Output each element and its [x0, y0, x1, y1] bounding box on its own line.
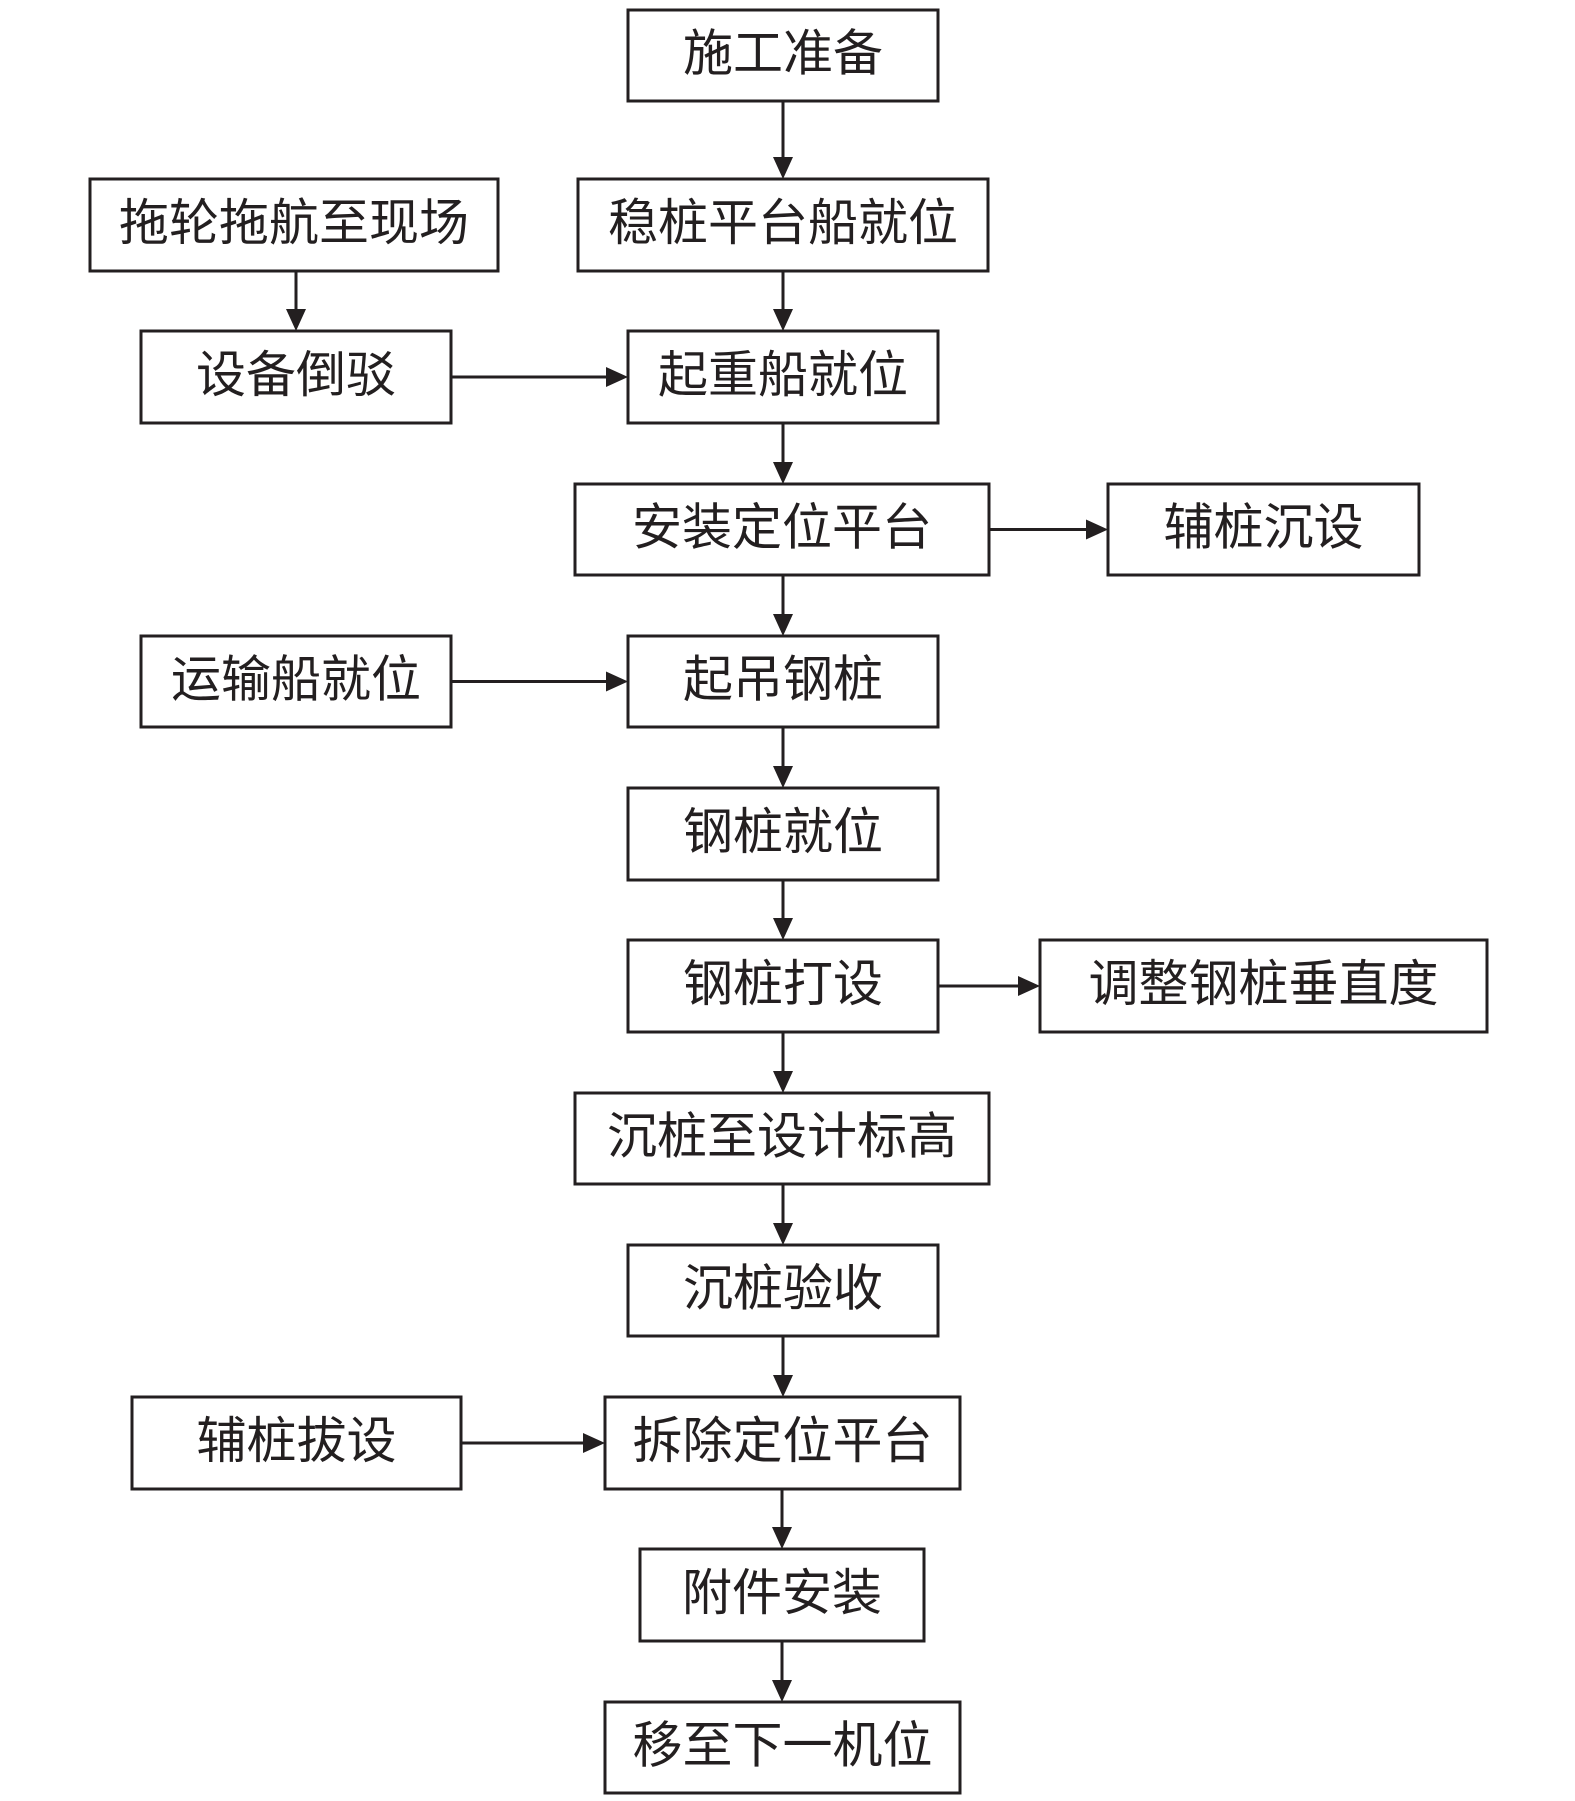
step-box-frame [573, 1091, 991, 1186]
step-box-frame [626, 938, 940, 1034]
step-box-lift-pile: 起吊钢桩 [626, 634, 940, 729]
step-box-pile-position: 钢桩就位 [626, 786, 940, 882]
step-box-transport-ship: 运输船就位 [139, 634, 453, 729]
step-label: 附件安装 [682, 1564, 882, 1622]
arrow-acceptance-to-remove-platform [773, 1336, 793, 1397]
arrow-pile-position-to-pile-drive [773, 880, 793, 940]
step-box-next-position: 移至下一机位 [603, 1700, 962, 1795]
arrow-accessories-to-next-position [772, 1641, 792, 1702]
step-label: 稳桩平台船就位 [608, 194, 958, 252]
step-box-frame [139, 634, 453, 729]
step-label: 钢桩就位 [683, 803, 883, 861]
step-box-frame [638, 1547, 926, 1643]
arrow-sink-to-elevation-to-acceptance [773, 1184, 793, 1245]
step-box-frame [626, 8, 940, 103]
arrow-install-platform-to-lift-pile [773, 575, 793, 636]
step-box-frame [626, 1243, 940, 1338]
arrow-platform-ship-to-crane-ship [773, 271, 793, 331]
step-box-frame [1106, 482, 1421, 577]
step-box-frame [573, 482, 991, 577]
step-label: 钢桩打设 [683, 955, 883, 1013]
arrow-equipment-to-crane-ship [451, 367, 628, 387]
step-label: 移至下一机位 [633, 1717, 933, 1775]
step-box-adjust-vertical: 调整钢桩垂直度 [1038, 938, 1489, 1034]
arrow-crane-ship-to-install-platform [773, 423, 793, 484]
step-label: 拖轮拖航至现场 [119, 194, 469, 252]
step-label: 运输船就位 [171, 651, 421, 709]
step-label: 安装定位平台 [632, 499, 932, 557]
step-box-frame [626, 329, 940, 425]
step-box-tow: 拖轮拖航至现场 [88, 177, 500, 273]
step-label: 拆除定位平台 [633, 1412, 933, 1470]
step-label: 调整钢桩垂直度 [1089, 955, 1439, 1013]
step-label: 辅桩沉设 [1164, 499, 1364, 557]
step-box-platform-ship: 稳桩平台船就位 [576, 177, 990, 273]
arrow-remove-platform-to-accessories [772, 1489, 792, 1549]
step-box-frame [603, 1700, 962, 1795]
step-box-aux-pile-pull: 辅桩拔设 [130, 1395, 463, 1491]
step-box-remove-platform: 拆除定位平台 [603, 1395, 962, 1491]
step-box-sink-to-elevation: 沉桩至设计标高 [573, 1091, 991, 1186]
step-label: 沉桩至设计标高 [607, 1108, 957, 1166]
step-box-accessories: 附件安装 [638, 1547, 926, 1643]
step-box-frame [576, 177, 990, 273]
step-label: 设备倒驳 [196, 346, 396, 404]
step-box-crane-ship: 起重船就位 [626, 329, 940, 425]
step-box-aux-pile-sink: 辅桩沉设 [1106, 482, 1421, 577]
step-label: 沉桩验收 [683, 1260, 883, 1318]
arrow-pile-drive-to-sink-to-elevation [773, 1032, 793, 1093]
arrow-tow-to-equipment [286, 271, 306, 331]
arrow-lift-pile-to-pile-position [773, 727, 793, 788]
step-label: 起重船就位 [658, 346, 908, 404]
arrow-install-platform-to-aux-pile-sink [989, 519, 1108, 540]
step-box-acceptance: 沉桩验收 [626, 1243, 940, 1338]
arrow-prep-to-platform-ship [773, 101, 793, 179]
step-box-equipment: 设备倒驳 [139, 329, 453, 425]
step-box-prep: 施工准备 [626, 8, 940, 103]
step-box-frame [603, 1395, 962, 1491]
step-label: 施工准备 [683, 25, 883, 83]
arrow-pile-drive-to-adjust-vertical [938, 976, 1040, 996]
step-box-frame [626, 634, 940, 729]
step-box-frame [626, 786, 940, 882]
step-box-frame [139, 329, 453, 425]
step-label: 起吊钢桩 [683, 651, 883, 709]
arrow-transport-ship-to-lift-pile [451, 671, 628, 692]
step-label: 辅桩拔设 [197, 1412, 397, 1470]
step-box-install-platform: 安装定位平台 [573, 482, 991, 577]
step-box-pile-drive: 钢桩打设 [626, 938, 940, 1034]
arrow-aux-pile-pull-to-remove-platform [461, 1433, 605, 1453]
step-box-frame [130, 1395, 463, 1491]
step-box-frame [88, 177, 500, 273]
step-box-frame [1038, 938, 1489, 1034]
